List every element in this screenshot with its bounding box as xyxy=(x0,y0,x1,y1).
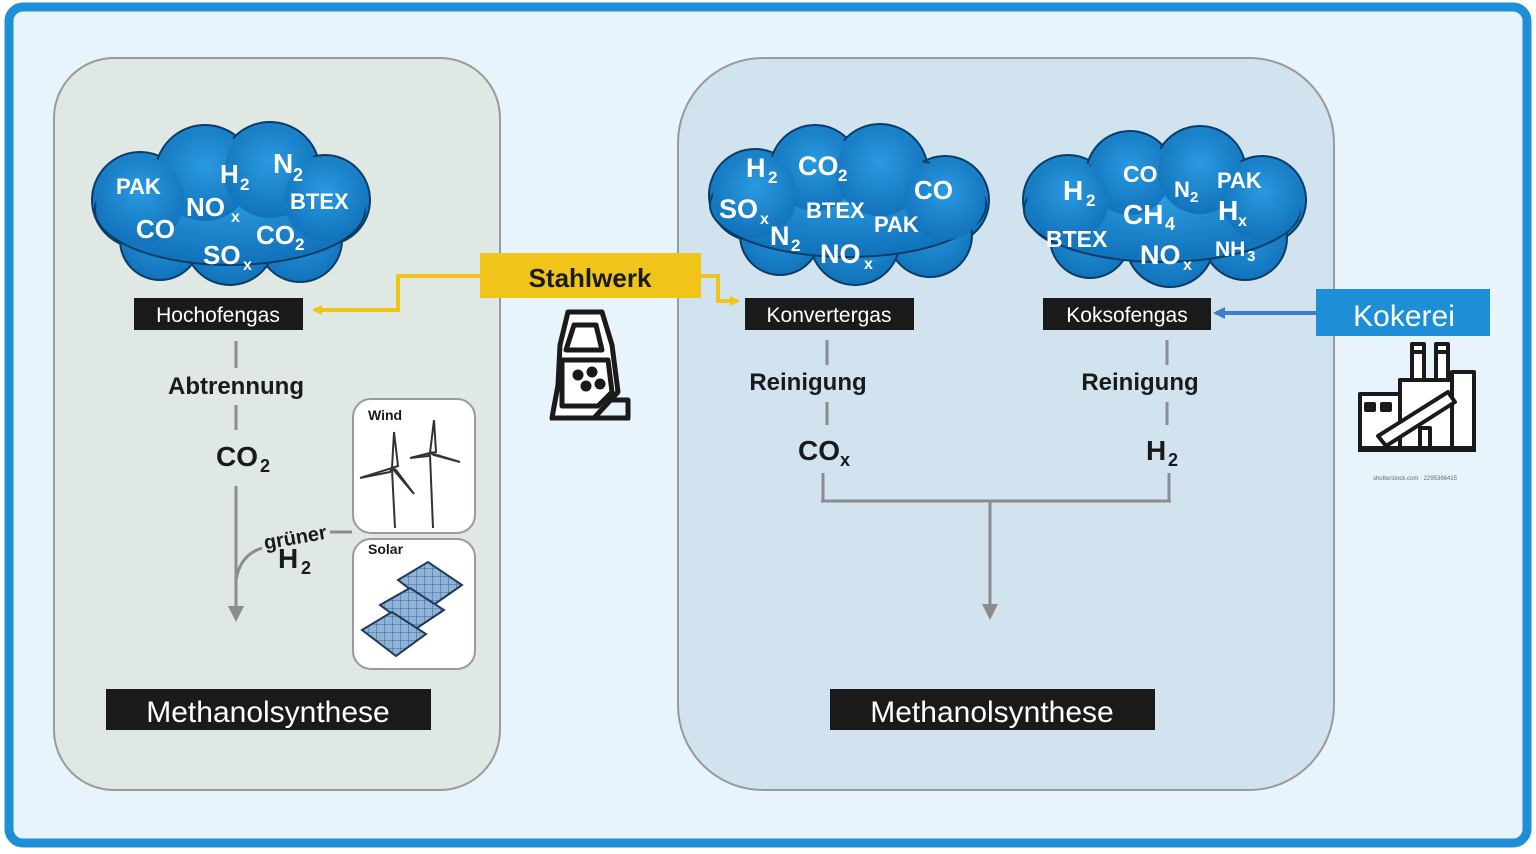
gas-label-box xyxy=(134,298,303,330)
output-box xyxy=(830,689,1155,730)
cloud-subscript: x xyxy=(864,256,873,273)
cloud-subscript: x xyxy=(1183,257,1192,274)
stahlwerk-arrow-right xyxy=(700,274,740,306)
cloud-subscript: 2 xyxy=(838,166,847,185)
cloud-term: BTEX xyxy=(1046,226,1108,252)
cloud-term: CO xyxy=(256,220,295,250)
cloud-term: N xyxy=(273,148,293,179)
kokerei-box xyxy=(1316,289,1490,336)
cloud-term: CO xyxy=(914,175,953,205)
cloud-subscript: 2 xyxy=(293,165,303,185)
cloud-term: SO xyxy=(719,194,758,224)
wind-label: Wind xyxy=(368,407,402,423)
cloud-term: CH xyxy=(1123,199,1163,230)
cloud-term: H xyxy=(220,159,239,189)
gas-label-hochofengas: Hochofengas xyxy=(156,304,280,327)
cloud-subscript: 2 xyxy=(1190,189,1198,206)
cloud-term: NO xyxy=(186,192,225,222)
stahlwerk-label: Stahlwerk xyxy=(529,263,652,293)
cloud-subscript: 2 xyxy=(1086,191,1095,210)
cloud-term: N xyxy=(770,221,790,251)
cloud-term: BTEX xyxy=(290,189,349,214)
product-cox-sub: x xyxy=(840,450,850,470)
cloud-term: NO xyxy=(1140,240,1181,270)
cloud-term: H xyxy=(1218,195,1238,226)
cloud-subscript: x xyxy=(760,211,769,228)
output-box xyxy=(106,689,431,730)
cloud-term: NO xyxy=(820,239,861,269)
step-abtrennung: Abtrennung xyxy=(168,373,304,400)
cloud-term: PAK xyxy=(874,212,919,237)
cloud-term: CO xyxy=(136,214,175,244)
product-h2-sub: 2 xyxy=(1168,450,1178,470)
cloud-term: CO xyxy=(1123,161,1158,187)
cloud-subscript: 4 xyxy=(1165,214,1175,234)
cloud-subscript: 3 xyxy=(1247,248,1255,265)
cloud-term: CO xyxy=(798,151,839,181)
cloud-term: H xyxy=(1063,175,1083,206)
cloud-subscript: 2 xyxy=(295,235,304,254)
green-h2-sub: 2 xyxy=(301,558,311,578)
cloud-term: H xyxy=(746,153,766,183)
cloud-term: SO xyxy=(203,240,241,270)
wind-turbine-icon xyxy=(359,419,461,529)
solar-card: Solar xyxy=(352,538,476,670)
gas-label-konvertergas: Konvertergas xyxy=(767,304,892,327)
gas-label-box xyxy=(1043,298,1211,330)
cloud-subscript: 2 xyxy=(240,175,249,194)
step-reinigung-2: Reinigung xyxy=(1081,369,1198,396)
merge-connector xyxy=(821,473,1171,620)
cloud-term: PAK xyxy=(116,174,161,199)
stock-watermark: shutterstock.com · 2295366415 xyxy=(1373,476,1458,482)
left-gas-cloud: PAK H 2 N 2 BTEX CO NO x CO 2 SO x xyxy=(91,121,371,286)
stahlwerk-arrow-left xyxy=(312,274,480,315)
factory-icon xyxy=(1358,342,1476,452)
cloud-subscript: x xyxy=(243,257,252,274)
product-co2-sub: 2 xyxy=(260,456,270,476)
product-cox: CO xyxy=(798,435,840,466)
output-methanolsynthese-left: Methanolsynthese xyxy=(146,696,390,729)
koksofengas-cloud: CO N 2 PAK H 2 CH 4 H x BTEX NO x NH 3 xyxy=(1022,125,1307,288)
product-h2: H xyxy=(1146,435,1166,466)
cloud-subscript: 2 xyxy=(768,168,777,187)
cloud-subscript: 2 xyxy=(791,236,800,255)
cloud-term: PAK xyxy=(1217,168,1262,193)
cloud-subscript: x xyxy=(231,209,240,226)
solar-label: Solar xyxy=(368,541,404,557)
gas-label-box xyxy=(745,298,914,330)
output-methanolsynthese-right: Methanolsynthese xyxy=(870,696,1114,729)
cloud-subscript: x xyxy=(1238,213,1247,230)
kokerei-label: Kokerei xyxy=(1353,300,1455,333)
blast-furnace-icon xyxy=(549,309,631,421)
cloud-term: BTEX xyxy=(806,198,865,223)
green-h2-curve xyxy=(234,546,263,581)
green-h2: H xyxy=(278,543,298,574)
cloud-term: NH xyxy=(1215,238,1245,261)
step-reinigung-1: Reinigung xyxy=(749,369,866,396)
gas-label-koksofengas: Koksofengas xyxy=(1066,304,1187,327)
wind-card: Wind xyxy=(352,398,476,534)
stahlwerk-box xyxy=(480,253,701,298)
product-co2: CO xyxy=(216,441,258,472)
cloud-term: N xyxy=(1174,177,1190,202)
konvertergas-cloud: H 2 CO 2 CO SO x BTEX PAK N 2 NO x xyxy=(708,123,990,286)
solar-panel-icon xyxy=(360,560,464,658)
